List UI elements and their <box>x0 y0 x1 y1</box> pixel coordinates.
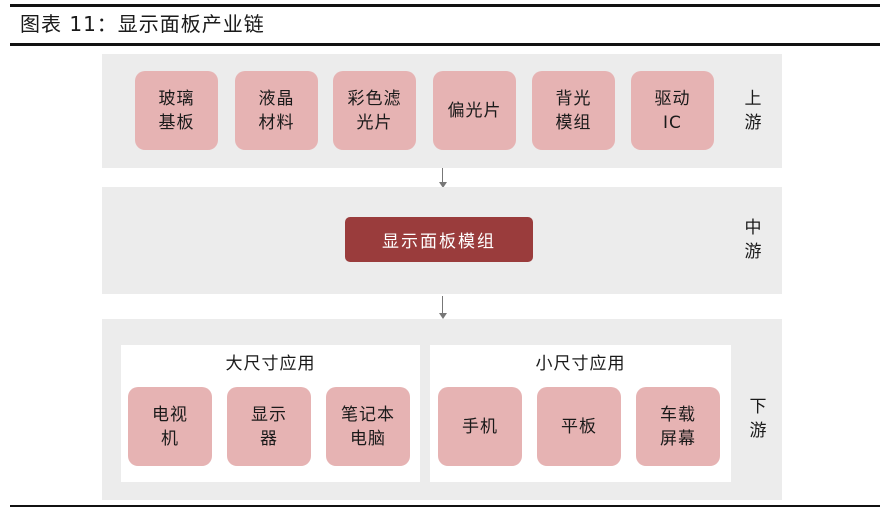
downstream-item-laptop: 笔记本 电脑 <box>326 387 410 466</box>
arrow-up-to-mid <box>437 168 449 188</box>
figure-title: 图表 11：显示面板产业链 <box>20 12 265 36</box>
title-rule <box>10 43 880 46</box>
bottom-rule <box>10 505 880 507</box>
small-size-title: 小尺寸应用 <box>535 354 626 374</box>
downstream-item-monitor: 显示 器 <box>227 387 311 466</box>
downstream-item-car-screen: 车载 屏幕 <box>636 387 720 466</box>
upstream-item-backlight: 背光 模组 <box>532 71 615 150</box>
downstream-item-phone: 手机 <box>438 387 522 466</box>
arrow-mid-to-down <box>437 296 449 319</box>
downstream-item-tv: 电视 机 <box>128 387 212 466</box>
display-panel-module-box: 显示面板模组 <box>345 217 533 262</box>
large-size-title: 大尺寸应用 <box>225 354 316 374</box>
midstream-label: 中 游 <box>744 218 762 262</box>
upstream-item-color-filter: 彩色滤 光片 <box>333 71 416 150</box>
upstream-item-glass-substrate: 玻璃 基板 <box>135 71 218 150</box>
downstream-item-tablet: 平板 <box>537 387 621 466</box>
top-rule <box>10 4 880 7</box>
upstream-item-driver-ic: 驱动 IC <box>631 71 714 150</box>
downstream-label: 下 游 <box>749 397 767 441</box>
upstream-label: 上 游 <box>744 89 762 133</box>
upstream-item-polarizer: 偏光片 <box>433 71 516 150</box>
upstream-item-liquid-crystal: 液晶 材料 <box>235 71 318 150</box>
